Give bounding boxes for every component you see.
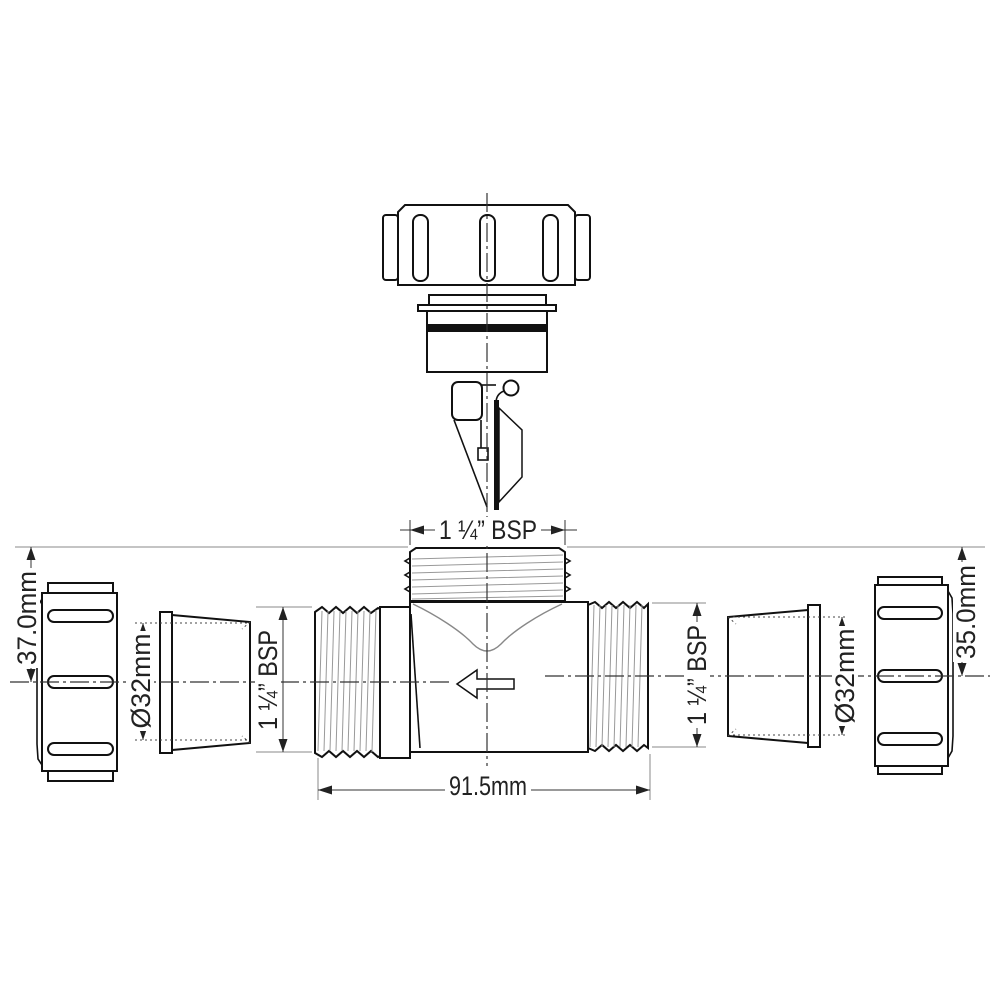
flow-direction-arrow-icon	[455, 668, 515, 700]
dimension-right-diameter: Ø32mm	[733, 616, 860, 736]
tee-body	[314, 547, 649, 759]
dimension-right-thread: 1 ¼” BSP	[652, 602, 712, 748]
valve-body	[451, 381, 483, 421]
top-nut-right-tab	[574, 214, 591, 281]
dimension-label-left-bsp: 1 ¼” BSP	[253, 630, 283, 730]
top-nut-left-tab	[382, 214, 399, 281]
body-inner-taper	[410, 613, 421, 749]
dimension-body-length: 91.5mm	[317, 754, 651, 801]
valve-flap	[494, 400, 499, 510]
dimension-left-diameter: Ø32mm	[126, 622, 248, 741]
dimension-left-thread: 1 ¼” BSP	[253, 606, 312, 753]
valve-seat	[498, 406, 523, 504]
dimension-label-top-bsp: 1 ¼” BSP	[439, 515, 537, 545]
dimension-top-thread: 1 ¼” BSP	[400, 515, 577, 545]
dimension-label-37mm: 37.0mm	[12, 571, 42, 665]
non-return-valve	[451, 379, 523, 510]
right-nut-slot	[877, 606, 943, 620]
right-nut-slot	[877, 732, 943, 746]
left-nut-slot	[47, 742, 114, 756]
dimension-right-height: 35.0mm	[951, 547, 981, 676]
top-nut	[382, 204, 591, 286]
top-nut-slot	[542, 214, 559, 282]
centerlines	[10, 193, 990, 766]
dimension-label-35mm: 35.0mm	[951, 565, 981, 659]
body-center	[409, 601, 589, 753]
dimension-label-915mm: 91.5mm	[449, 771, 527, 801]
dimension-label-left-diameter: Ø32mm	[126, 634, 156, 729]
valve-pivot	[502, 379, 520, 397]
top-nut-slot	[412, 214, 429, 282]
dimension-left-height: 37.0mm	[12, 547, 42, 682]
left-nut-slot	[47, 609, 114, 623]
dimension-label-right-bsp: 1 ¼” BSP	[682, 625, 712, 725]
dimension-label-right-diameter: Ø32mm	[830, 629, 860, 724]
